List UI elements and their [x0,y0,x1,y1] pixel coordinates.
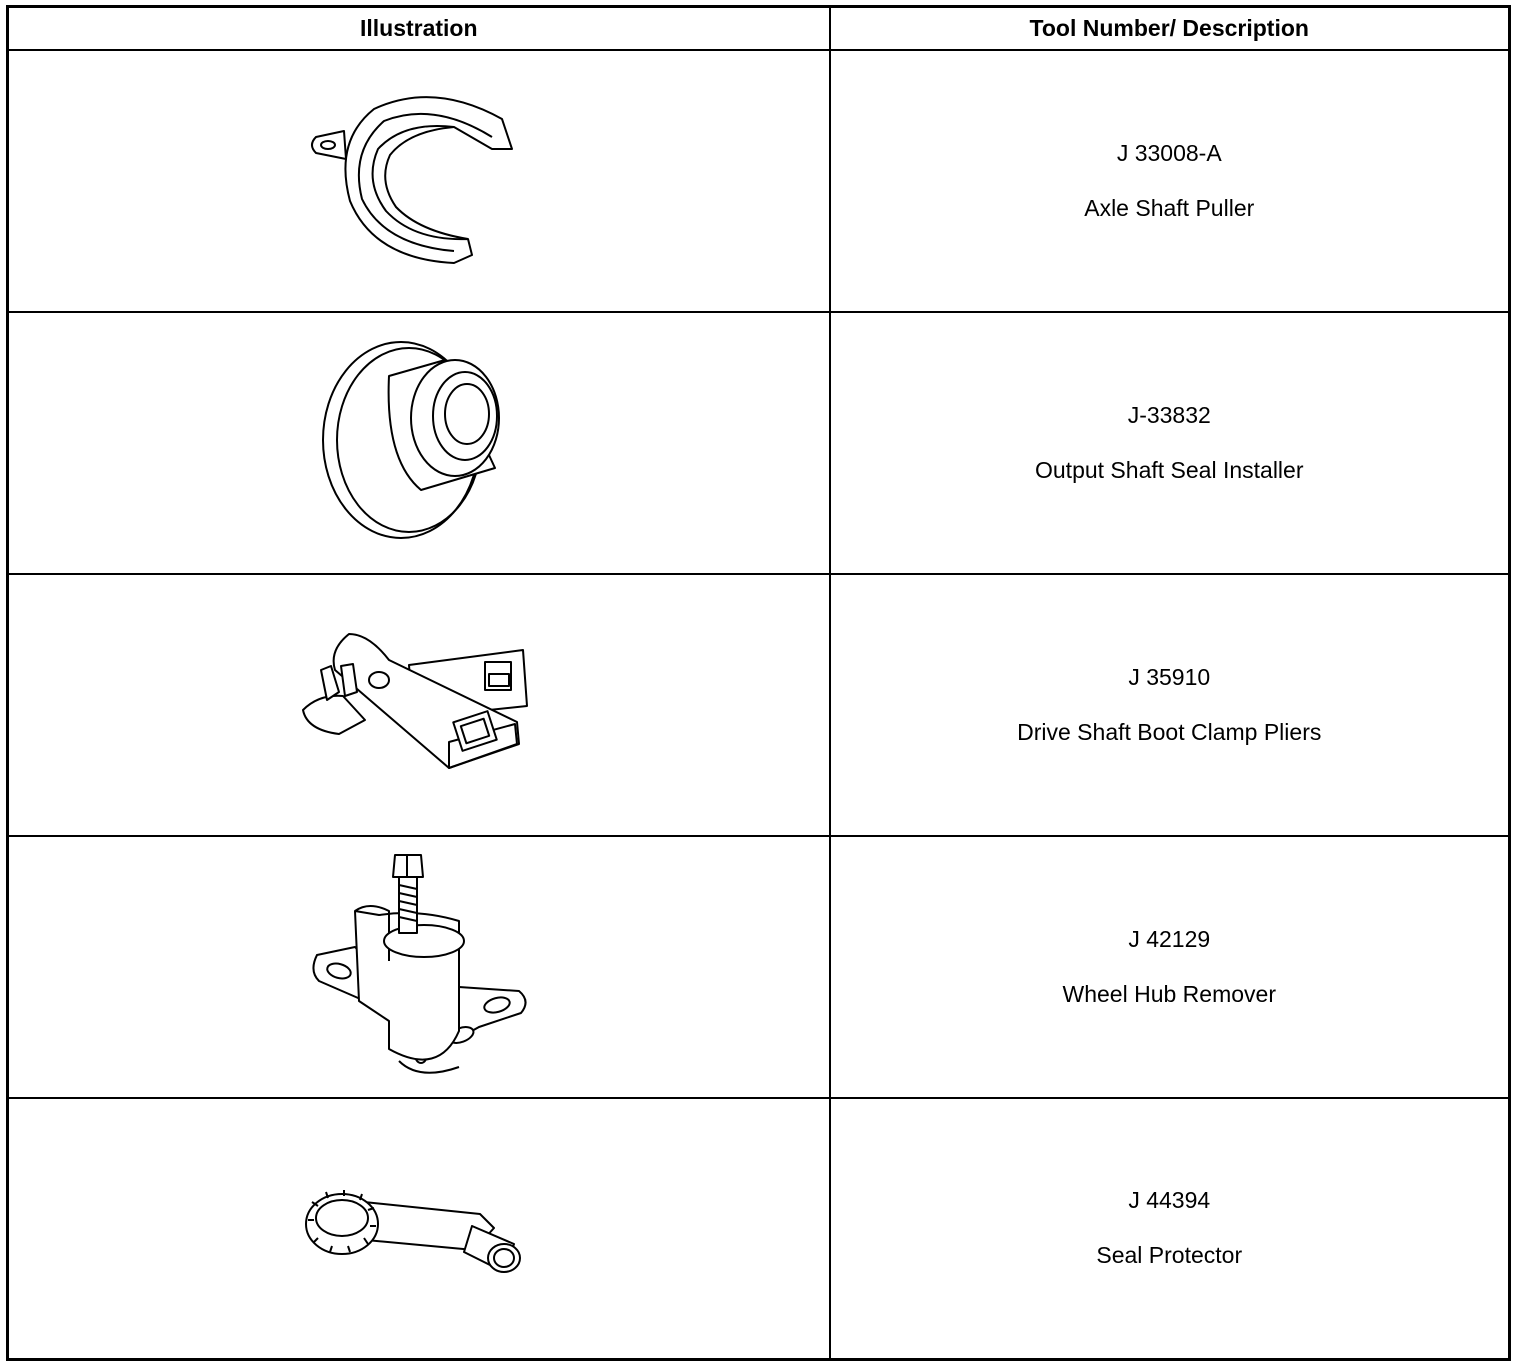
tool-number: J 44394 [1128,1187,1211,1214]
tool-number: J-33832 [1127,401,1211,428]
seal-protector-icon [304,1190,521,1274]
clamp-pliers-icon [301,632,528,769]
tool-number: J 42129 [1128,925,1211,952]
illustration-cell [6,48,831,313]
table-row: J 42129 Wheel Hub Remover [6,834,1511,1099]
description-cell: J 44394 Seal Protector [828,1096,1511,1361]
description-cell: J 33008-A Axle Shaft Puller [828,48,1511,313]
description-cell: J 35910 Drive Shaft Boot Clamp Pliers [828,572,1511,837]
table-row: J 44394 Seal Protector [6,1096,1511,1361]
tool-number: J 35910 [1128,663,1211,690]
header-tool-description: Tool Number/ Description [828,5,1511,51]
tool-description: Axle Shaft Puller [1084,194,1255,221]
tool-description: Wheel Hub Remover [1062,980,1276,1007]
illustration-cell [6,1096,831,1361]
illustration-cell [6,310,831,575]
illustration-cell [6,834,831,1099]
seal-installer-icon [321,341,500,539]
tool-description: Drive Shaft Boot Clamp Pliers [1017,718,1322,745]
table-header-row: Illustration Tool Number/ Description [6,5,1511,51]
special-tools-table: Illustration Tool Number/ Description J … [6,5,1511,1361]
table-row: J 33008-A Axle Shaft Puller [6,48,1511,313]
table-row: J-33832 Output Shaft Seal Installer [6,310,1511,575]
axle-shaft-puller-icon [310,95,513,264]
hub-remover-icon [312,853,527,1074]
header-illustration: Illustration [6,5,831,51]
tool-description: Output Shaft Seal Installer [1035,456,1304,483]
tool-number: J 33008-A [1116,139,1222,166]
table-row: J 35910 Drive Shaft Boot Clamp Pliers [6,572,1511,837]
tool-description: Seal Protector [1096,1242,1243,1269]
description-cell: J 42129 Wheel Hub Remover [828,834,1511,1099]
illustration-cell [6,572,831,837]
description-cell: J-33832 Output Shaft Seal Installer [828,310,1511,575]
